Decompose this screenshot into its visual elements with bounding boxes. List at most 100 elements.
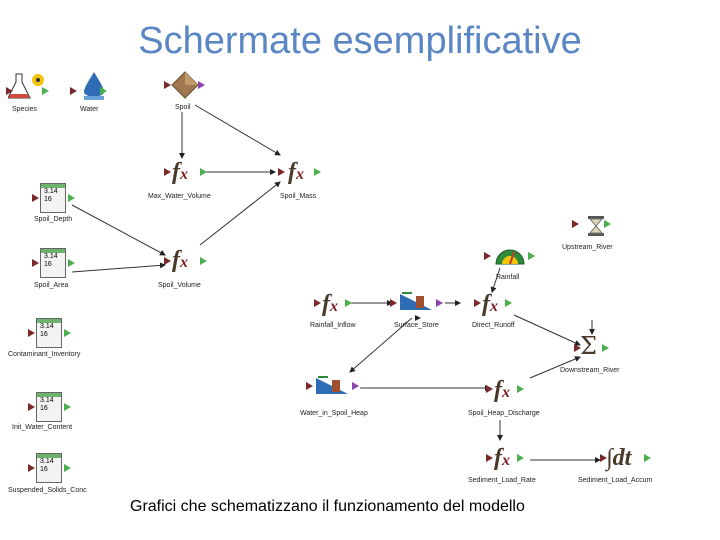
inflow-port-icon bbox=[28, 464, 35, 472]
inflow-port-icon bbox=[32, 259, 39, 267]
fx-subscript: x bbox=[180, 254, 188, 271]
contaminant-inventory-data-icon[interactable]: 3.14 16 bbox=[36, 318, 62, 348]
water-in-spoil-heap-node[interactable] bbox=[314, 374, 354, 398]
fx-subscript: x bbox=[490, 298, 498, 315]
outflow-port-icon bbox=[42, 87, 49, 95]
sediment-load-rate-label: Sediment_Load_Rate bbox=[468, 477, 536, 484]
outflow-port-icon bbox=[352, 382, 359, 390]
fx-symbol: f bbox=[494, 445, 502, 471]
fx-subscript: x bbox=[502, 452, 510, 469]
data-value-2: 16 bbox=[40, 405, 48, 412]
figure-caption: Grafici che schematizzano il funzionamen… bbox=[130, 498, 525, 515]
data-value-2: 16 bbox=[44, 196, 52, 203]
spoil-mass-label: Spoil_Mass bbox=[280, 193, 317, 200]
page-title: Schermate esemplificative bbox=[138, 20, 582, 62]
spoil-heap-discharge-fx-icon[interactable]: fx bbox=[494, 378, 510, 405]
fx-symbol: f bbox=[172, 247, 180, 273]
data-bar bbox=[41, 184, 65, 188]
gauge-icon bbox=[495, 249, 525, 265]
data-bar bbox=[37, 454, 61, 458]
species-node[interactable]: Species bbox=[7, 70, 52, 113]
spoil-area-data-icon[interactable]: 3.14 16 bbox=[40, 248, 66, 278]
sum-icon: Σ bbox=[580, 332, 597, 360]
inflow-port-icon bbox=[164, 168, 171, 176]
inflow-port-icon bbox=[70, 87, 77, 95]
inflow-port-icon bbox=[164, 81, 171, 89]
spoil-volume-fx-icon[interactable]: fx bbox=[172, 248, 188, 275]
upstream-river-label: Upstream_River bbox=[562, 244, 613, 251]
inflow-port-icon bbox=[486, 385, 493, 393]
suspended-solids-conc-data-icon[interactable]: 3.14 16 bbox=[36, 453, 62, 483]
data-value: 3.14 bbox=[40, 397, 54, 404]
surface-store-label: Surface_Store bbox=[394, 322, 439, 329]
outflow-port-icon bbox=[517, 454, 524, 462]
outflow-port-icon bbox=[68, 194, 75, 202]
outflow-port-icon bbox=[200, 168, 207, 176]
direct-runoff-label: Direct_Runoff bbox=[472, 322, 515, 329]
rainfall-label: Rainfall bbox=[496, 274, 520, 281]
data-value: 3.14 bbox=[44, 188, 58, 195]
outflow-port-icon bbox=[528, 252, 535, 260]
downstream-river-label: Downstream_River bbox=[560, 367, 620, 374]
inflow-port-icon bbox=[6, 87, 13, 95]
fx-subscript: x bbox=[330, 298, 338, 315]
water-label: Water bbox=[80, 106, 99, 113]
direct-runoff-fx-icon[interactable]: fx bbox=[482, 292, 498, 319]
water-node[interactable]: Water bbox=[72, 70, 112, 113]
outflow-port-icon bbox=[602, 344, 609, 352]
data-value-2: 16 bbox=[40, 331, 48, 338]
inflow-port-icon bbox=[32, 194, 39, 202]
rainfall-node[interactable]: Rainfall bbox=[492, 240, 532, 282]
inflow-port-icon bbox=[314, 299, 321, 307]
outflow-port-icon bbox=[517, 385, 524, 393]
inflow-port-icon bbox=[474, 299, 481, 307]
outflow-port-icon bbox=[345, 299, 352, 307]
spoil-node[interactable]: Spoil bbox=[170, 70, 202, 112]
rainfall-inflow-fx-icon[interactable]: fx bbox=[322, 292, 338, 319]
fx-subscript: x bbox=[296, 166, 304, 183]
fx-subscript: x bbox=[180, 166, 188, 183]
fx-symbol: f bbox=[482, 291, 490, 317]
fx-symbol: f bbox=[288, 159, 296, 185]
outflow-port-icon bbox=[505, 299, 512, 307]
inflow-port-icon bbox=[572, 220, 579, 228]
outflow-port-icon bbox=[64, 329, 71, 337]
upstream-river-node[interactable]: Upstream_River bbox=[562, 214, 624, 254]
max-water-volume-fx-icon[interactable]: fx bbox=[172, 160, 188, 187]
outflow-port-icon bbox=[100, 87, 107, 95]
max-water-volume-label: Max_Water_Volume bbox=[148, 193, 211, 200]
water-in-spoil-heap-label: Water_in_Spoil_Heap bbox=[300, 410, 368, 417]
init-water-content-data-icon[interactable]: 3.14 16 bbox=[36, 392, 62, 422]
inflow-port-icon bbox=[28, 403, 35, 411]
spoil-label: Spoil bbox=[175, 104, 191, 111]
water-drop-icon bbox=[84, 72, 104, 100]
flask-icon bbox=[7, 73, 44, 99]
spoil-heap-discharge-label: Spoil_Heap_Discharge bbox=[468, 410, 540, 417]
data-bar bbox=[37, 393, 61, 397]
inflow-port-icon bbox=[600, 454, 607, 462]
inflow-port-icon bbox=[278, 168, 285, 176]
outflow-port-icon bbox=[604, 220, 611, 228]
data-value: 3.14 bbox=[40, 458, 54, 465]
integral-icon[interactable]: ∫dt bbox=[606, 445, 632, 471]
spoil-mass-fx-icon[interactable]: fx bbox=[288, 160, 304, 187]
inflow-port-icon bbox=[574, 344, 581, 352]
downstream-river-node[interactable]: Σ bbox=[580, 332, 610, 362]
contaminant-inventory-label: Contaminant_Inventory bbox=[8, 351, 81, 358]
sediment-load-rate-fx-icon[interactable]: fx bbox=[494, 446, 510, 473]
inflow-port-icon bbox=[28, 329, 35, 337]
data-value-2: 16 bbox=[44, 261, 52, 268]
data-value-2: 16 bbox=[40, 466, 48, 473]
reservoir-icon bbox=[400, 292, 432, 310]
surface-store-node[interactable] bbox=[398, 290, 438, 314]
sediment-load-accum-label: Sediment_Load_Accum bbox=[578, 477, 653, 484]
inflow-port-icon bbox=[164, 257, 171, 265]
outflow-port-icon bbox=[198, 81, 205, 89]
outflow-port-icon bbox=[436, 299, 443, 307]
rainfall-inflow-label: Rainfall_Inflow bbox=[310, 322, 356, 329]
data-bar bbox=[41, 249, 65, 253]
spoil-depth-data-icon[interactable]: 3.14 16 bbox=[40, 183, 66, 213]
outflow-port-icon bbox=[200, 257, 207, 265]
fx-subscript: x bbox=[502, 384, 510, 401]
